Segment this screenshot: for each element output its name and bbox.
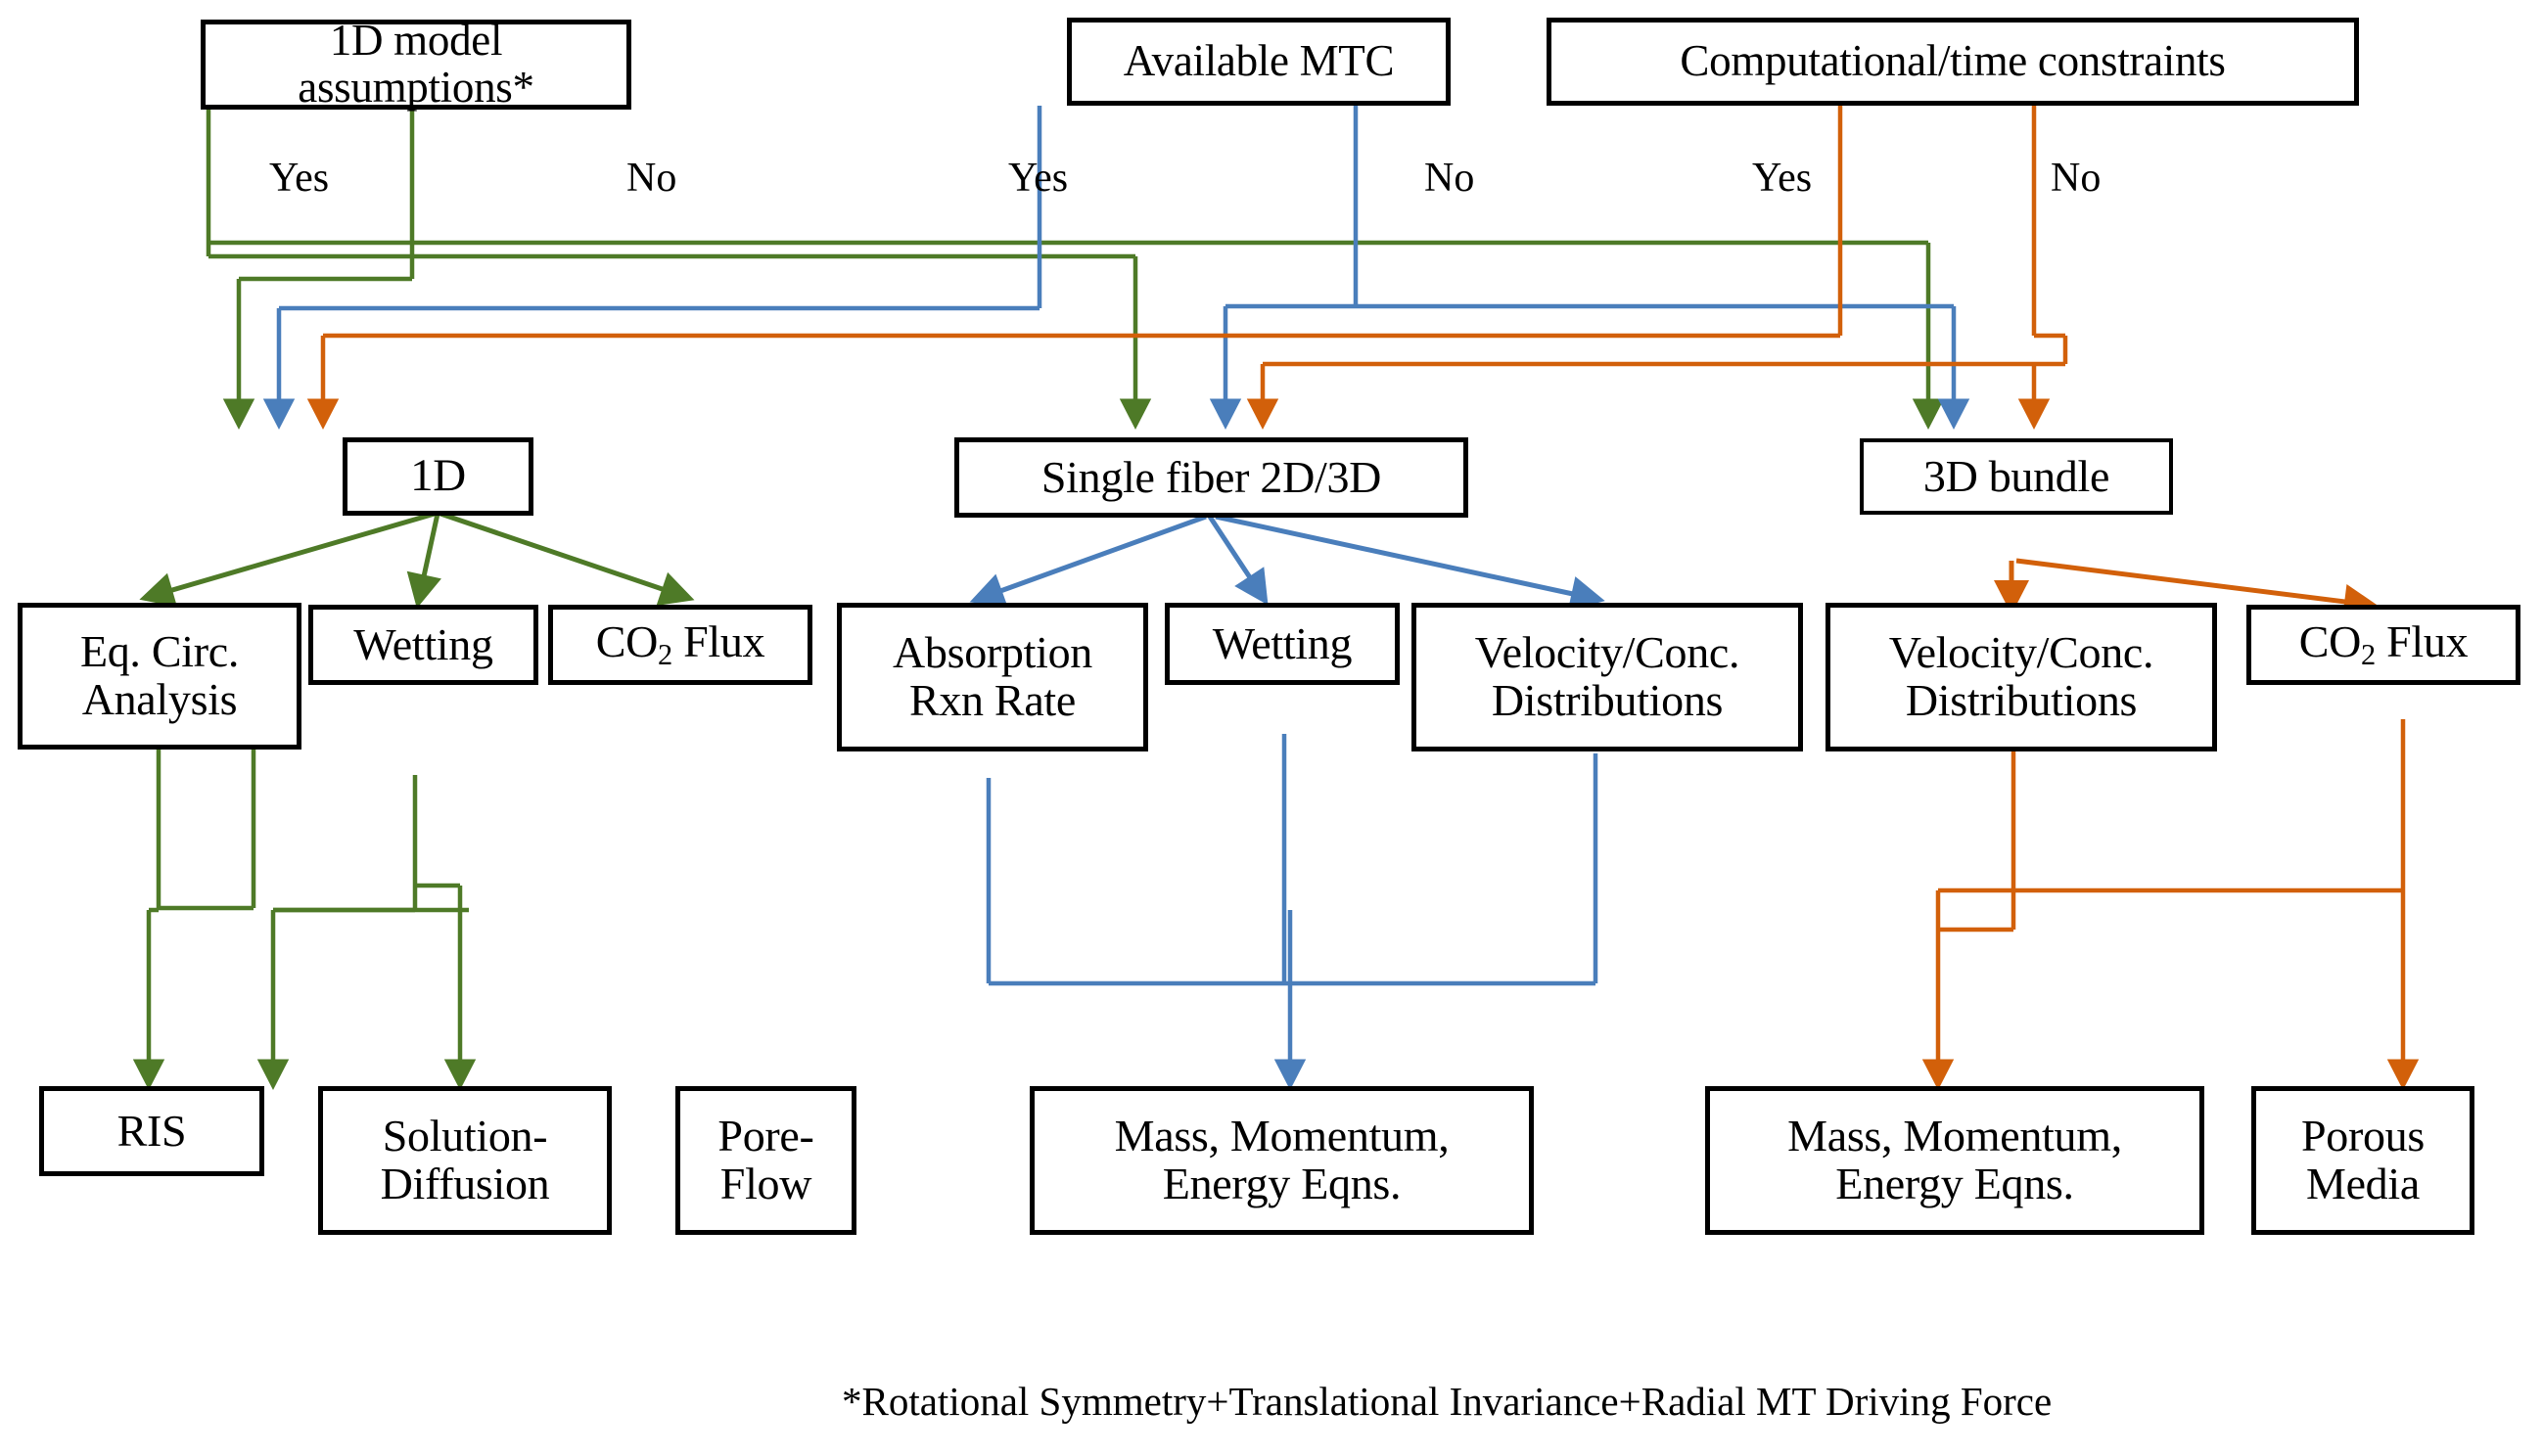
decision-box-computational-time-constraints[interactable]: Computational/time constraints <box>1547 18 2359 106</box>
output-box-absorption-rxn-rate[interactable]: Absorption Rxn Rate <box>837 603 1148 751</box>
branch-label-d3-yes: Yes <box>1752 156 1813 201</box>
edge-d1-yes-b <box>208 240 1945 431</box>
model-box-1d[interactable]: 1D <box>343 437 533 516</box>
model-box-3d-bundle[interactable]: 3D bundle <box>1860 438 2173 515</box>
equation-label: Mass, Momentum, Energy Eqns. <box>1114 1111 1450 1208</box>
decision-label: 1D model assumptions* <box>298 16 534 112</box>
edge-d3-yes <box>306 106 1843 431</box>
edge-d1-yes <box>206 110 1138 347</box>
equation-label: RIS <box>116 1105 187 1156</box>
edge-wetting2-to-eqns <box>1273 734 1307 1091</box>
decision-box-available-mtc[interactable]: Available MTC <box>1067 18 1451 106</box>
equation-box-mass-momentum-energy-single-fiber[interactable]: Mass, Momentum, Energy Eqns. <box>1030 1086 1534 1235</box>
output-label: CO2 Flux <box>595 616 765 672</box>
branch-label-d1-yes: Yes <box>269 156 330 201</box>
edge-velconc3d-to-eqns <box>1921 749 2403 1091</box>
equation-label: Mass, Momentum, Energy Eqns. <box>1787 1111 2122 1208</box>
edge-absorption-to-eqns <box>986 778 1290 986</box>
edge-d3-no <box>2017 106 2068 431</box>
output-box-velocity-conc-distributions-single-fiber[interactable]: Velocity/Conc. Distributions <box>1411 603 1803 751</box>
edge-d3-to-singlefiber <box>1246 361 2034 431</box>
output-label: Wetting <box>1212 617 1353 668</box>
edge-d2-yes <box>262 106 1042 431</box>
output-label: Velocity/Conc. Distributions <box>1888 627 2154 725</box>
decision-label: Computational/time constraints <box>1680 36 2226 86</box>
equation-box-solution-diffusion[interactable]: Solution- Diffusion <box>318 1086 612 1235</box>
branch-label-d3-no: No <box>2051 156 2102 201</box>
edge-1d-fanout <box>139 511 695 609</box>
decision-label: Available MTC <box>1123 36 1395 86</box>
edge-eqcirc-to-ris <box>132 749 165 1091</box>
equation-label: Solution- Diffusion <box>380 1111 550 1208</box>
equation-label: Pore- Flow <box>717 1111 814 1208</box>
edge-singlefiber-fanout <box>969 514 1605 612</box>
output-box-wetting-1d[interactable]: Wetting <box>308 605 538 685</box>
branch-label-d1-no: No <box>626 156 677 201</box>
decision-box-1d-model-assumptions[interactable]: 1D model assumptions* <box>201 16 631 112</box>
output-box-wetting-single-fiber[interactable]: Wetting <box>1165 603 1400 685</box>
model-label: 3D bundle <box>1922 450 2110 501</box>
model-label: Single fiber 2D/3D <box>1040 451 1382 502</box>
edge-d2-no <box>1353 106 1970 431</box>
edge-velconc-to-eqns <box>1290 753 1598 986</box>
edge-co2flux-to-solution-diffusion <box>273 775 418 913</box>
output-label: Eq. Circ. Analysis <box>79 626 240 724</box>
output-label: Velocity/Conc. Distributions <box>1474 627 1740 725</box>
output-box-co2-flux-bundle[interactable]: CO2 Flux <box>2246 605 2520 685</box>
equation-box-ris[interactable]: RIS <box>39 1086 264 1176</box>
branch-label-d2-no: No <box>1424 156 1475 201</box>
equation-box-porous-media[interactable]: Porous Media <box>2251 1086 2474 1235</box>
equation-box-mass-momentum-energy-bundle[interactable]: Mass, Momentum, Energy Eqns. <box>1705 1086 2204 1235</box>
edge-co2flux-to-poreflow <box>415 883 477 1091</box>
footnote-text: *Rotational Symmetry+Translational Invar… <box>842 1379 2053 1424</box>
model-box-single-fiber-2d-3d[interactable]: Single fiber 2D/3D <box>954 437 1468 518</box>
equation-label: Porous Media <box>2300 1111 2425 1208</box>
model-label: 1D <box>410 450 466 502</box>
equation-box-pore-flow[interactable]: Pore- Flow <box>675 1086 856 1235</box>
output-box-velocity-conc-distributions-bundle[interactable]: Velocity/Conc. Distributions <box>1826 603 2217 751</box>
output-label: Wetting <box>353 618 493 669</box>
branch-label-d2-yes: Yes <box>1008 156 1069 201</box>
output-box-eq-circ-analysis[interactable]: Eq. Circ. Analysis <box>18 603 301 750</box>
edge-bundle-fanout <box>1994 558 2379 619</box>
output-label: CO2 Flux <box>2298 616 2469 672</box>
output-box-co2-flux-1d[interactable]: CO2 Flux <box>548 605 812 685</box>
output-label: Absorption Rxn Rate <box>892 627 1092 725</box>
edge-wetting-to-ris <box>159 749 256 911</box>
edge-wetting-to-solution-diffusion <box>256 907 469 1091</box>
